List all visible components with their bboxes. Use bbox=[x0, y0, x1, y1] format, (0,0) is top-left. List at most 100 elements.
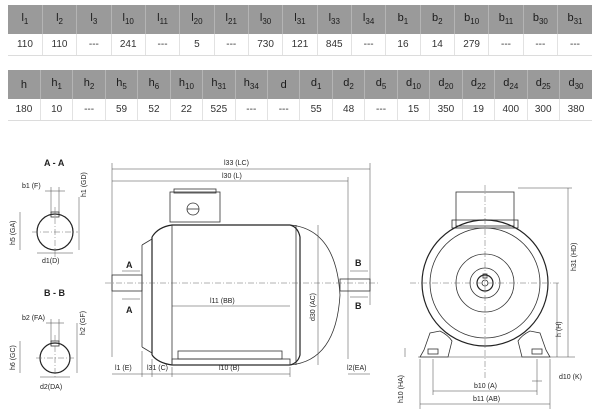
column-header: b2 bbox=[420, 5, 455, 34]
table-cell: 730 bbox=[248, 34, 284, 56]
marker-b-top: B bbox=[355, 258, 362, 268]
column-header: l3 bbox=[76, 5, 112, 34]
table-cell: --- bbox=[523, 34, 559, 56]
table-cell: 59 bbox=[105, 99, 139, 121]
table-cell: 52 bbox=[137, 99, 171, 121]
foot-right bbox=[517, 330, 551, 358]
table-cell: 15 bbox=[397, 99, 431, 121]
header-subscript: 10 bbox=[185, 82, 194, 92]
header-subscript: 30 bbox=[538, 17, 548, 27]
label-h10: h10 (HA) bbox=[398, 375, 405, 403]
terminal-box bbox=[169, 191, 221, 223]
header-symbol: h bbox=[178, 77, 186, 90]
column-header: l34 bbox=[351, 5, 387, 34]
table-cell: --- bbox=[557, 34, 592, 56]
header-subscript: 10 bbox=[124, 17, 134, 27]
header-symbol: d bbox=[343, 77, 350, 90]
header-symbol: d bbox=[405, 77, 413, 90]
column-header: d bbox=[267, 70, 301, 99]
header-subscript: 5 bbox=[381, 82, 387, 92]
table-cell: 19 bbox=[462, 99, 496, 121]
table-cell: 110 bbox=[8, 34, 43, 56]
header-subscript: 33 bbox=[331, 17, 340, 27]
column-header: l2 bbox=[42, 5, 78, 34]
label-h: h (H) bbox=[556, 321, 563, 337]
column-header: b1 bbox=[385, 5, 421, 34]
header-subscript: 10 bbox=[412, 82, 421, 92]
label-l31: l31 (C) bbox=[147, 365, 168, 372]
motor-side-view: l33 (LC) l30 (L) A A B B l11 (BB) bbox=[105, 160, 380, 377]
table-cell: 525 bbox=[202, 99, 236, 121]
label-b2: b2 (FA) bbox=[22, 315, 45, 322]
header-symbol: h bbox=[20, 78, 28, 91]
header-subscript: 34 bbox=[365, 17, 375, 27]
column-header: l1 bbox=[8, 5, 43, 34]
label-l11: l11 (BB) bbox=[210, 298, 235, 305]
label-h2: h2 (GF) bbox=[80, 311, 87, 335]
section-b-b-title: B - B bbox=[44, 288, 65, 298]
header-subscript: 20 bbox=[444, 82, 454, 92]
label-b11: b11 (AB) bbox=[473, 396, 500, 403]
header-symbol: h bbox=[83, 77, 90, 90]
table-cell: 400 bbox=[494, 99, 528, 121]
table-cell: 279 bbox=[454, 34, 490, 56]
header-symbol: h bbox=[51, 77, 58, 90]
header-subscript: 31 bbox=[217, 82, 227, 92]
table-cell: --- bbox=[267, 99, 301, 121]
header-subscript: 30 bbox=[574, 82, 584, 92]
header-symbol: l bbox=[191, 12, 194, 25]
label-l30: l30 (L) bbox=[222, 173, 242, 180]
table-cell: --- bbox=[488, 34, 524, 56]
column-header: h2 bbox=[72, 70, 106, 99]
column-header: b10 bbox=[454, 5, 490, 34]
motor-dimension-drawing: A - A b1 (F) h1 (GD) h5 (GA) d1(D) B - B… bbox=[10, 158, 582, 409]
column-header: l11 bbox=[145, 5, 181, 34]
table-cell: 110 bbox=[42, 34, 78, 56]
header-subscript: 34 bbox=[249, 82, 259, 92]
section-b-b: B - B b2 (FA) h2 (GF) h6 (GC) d2(DA) bbox=[10, 288, 87, 391]
header-subscript: 1 bbox=[403, 17, 409, 27]
header-symbol: l bbox=[21, 12, 24, 25]
table-cell: --- bbox=[76, 34, 112, 56]
header-subscript: 10 bbox=[470, 17, 480, 27]
header-symbol: d bbox=[568, 77, 575, 90]
header-symbol: h bbox=[116, 77, 123, 90]
column-header: l20 bbox=[179, 5, 215, 34]
header-symbol: b bbox=[397, 12, 404, 25]
header-symbol: d bbox=[535, 77, 542, 90]
table-cell: 300 bbox=[527, 99, 560, 121]
column-header: d5 bbox=[364, 70, 398, 99]
header-symbol: b bbox=[532, 12, 539, 25]
header-symbol: l bbox=[362, 12, 366, 25]
column-header: h10 bbox=[170, 70, 204, 99]
header-symbol: l bbox=[328, 12, 332, 25]
header-subscript: 1 bbox=[57, 82, 62, 92]
header-symbol: d bbox=[503, 77, 510, 90]
motor-housing bbox=[151, 224, 301, 366]
header-symbol: d bbox=[375, 77, 382, 90]
header-symbol: h bbox=[211, 77, 218, 90]
header-subscript: 31 bbox=[296, 17, 306, 27]
header-symbol: b bbox=[567, 12, 574, 25]
header-symbol: b bbox=[432, 12, 439, 25]
header-subscript: 11 bbox=[504, 17, 514, 27]
header-subscript: 20 bbox=[193, 17, 203, 27]
table-cell: 22 bbox=[170, 99, 204, 121]
header-subscript: 21 bbox=[228, 17, 237, 27]
column-header: h6 bbox=[137, 70, 171, 99]
header-subscript: 2 bbox=[58, 17, 63, 27]
table-cell: 10 bbox=[40, 99, 74, 121]
mounting-feet bbox=[177, 350, 283, 360]
header-subscript: 5 bbox=[122, 82, 127, 92]
table-cell: 845 bbox=[317, 34, 352, 56]
label-l10: l10 (B) bbox=[219, 365, 240, 372]
header-subscript: 11 bbox=[159, 17, 168, 27]
non-drive-end-shaft bbox=[339, 278, 371, 292]
column-header: h5 bbox=[105, 70, 139, 99]
label-d30: d30 (AC) bbox=[310, 293, 317, 321]
header-subscript: 2 bbox=[349, 82, 354, 92]
table-cell: 16 bbox=[385, 34, 421, 56]
